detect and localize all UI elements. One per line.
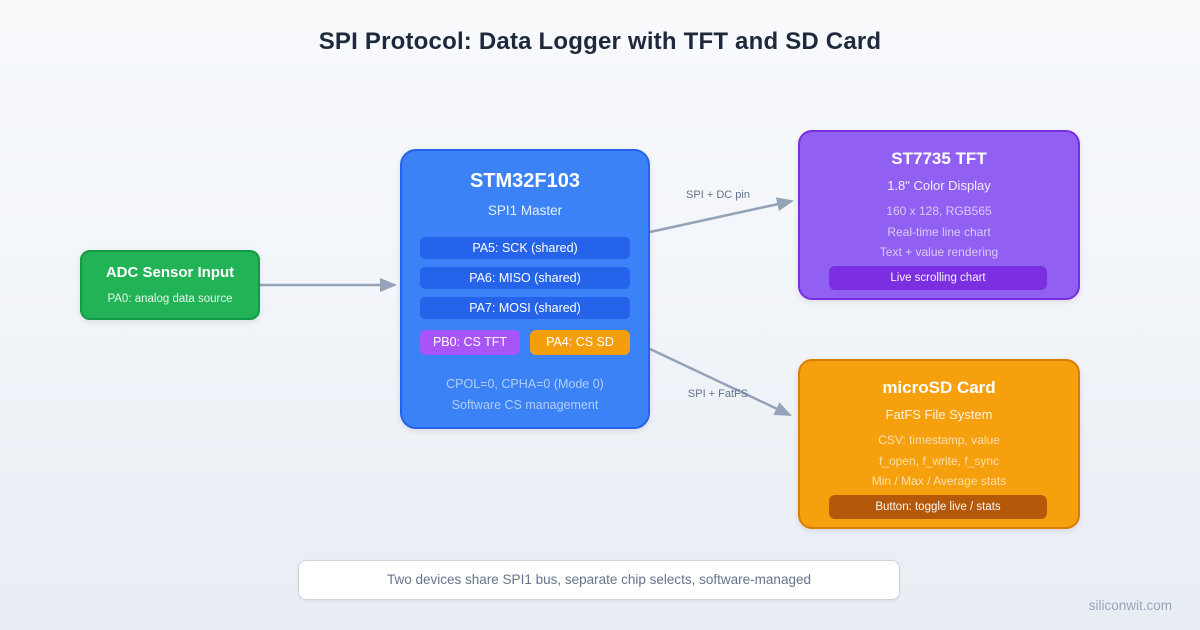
mcu-node-title: STM32F103 <box>469 170 581 192</box>
edge-mcu-to-sd-arrow <box>649 347 792 417</box>
sd-detail-fatfs-calls: f_open, f_write, f_sync <box>878 454 1000 468</box>
mcu-cs-sd-badge: PA4: CS SD <box>530 330 630 355</box>
tft-display-node: ST7735 TFT 1.8" Color Display 160 x 128,… <box>798 130 1080 300</box>
mcu-cs-management-line: Software CS management <box>451 398 599 412</box>
tft-live-chart-badge: Live scrolling chart <box>829 266 1047 290</box>
watermark: siliconwit.com <box>1088 598 1172 613</box>
tft-detail-chart: Real-time line chart <box>887 225 991 239</box>
sd-node-subtitle: FatFS File System <box>885 407 993 422</box>
mcu-pin-miso: PA6: MISO (shared) <box>420 267 630 289</box>
mcu-pin-mosi: PA7: MOSI (shared) <box>420 297 630 319</box>
edge-label-spi-dc-pin: SPI + DC pin <box>686 189 750 201</box>
tft-node-title: ST7735 TFT <box>891 149 987 168</box>
adc-node-title: ADC Sensor Input <box>105 264 235 281</box>
diagram-title: SPI Protocol: Data Logger with TFT and S… <box>318 28 882 55</box>
adc-sensor-node: ADC Sensor Input PA0: analog data source <box>80 250 260 320</box>
sd-detail-csv: CSV: timestamp, value <box>878 433 1000 447</box>
tft-detail-rendering: Text + value rendering <box>879 245 999 259</box>
footer-note: Two devices share SPI1 bus, separate chi… <box>298 560 900 600</box>
sd-detail-stats: Min / Max / Average stats <box>871 474 1007 488</box>
microsd-card-node: microSD Card FatFS File System CSV: time… <box>798 359 1080 529</box>
tft-node-subtitle: 1.8" Color Display <box>887 178 991 193</box>
edge-label-spi-fatfs: SPI + FatFS <box>687 388 749 400</box>
stm32-mcu-node: STM32F103 SPI1 Master PA5: SCK (shared) … <box>400 149 650 429</box>
mcu-spi-mode-line: CPOL=0, CPHA=0 (Mode 0) <box>446 377 604 391</box>
mcu-cs-tft-badge: PB0: CS TFT <box>420 330 520 355</box>
tft-detail-resolution: 160 x 128, RGB565 <box>886 204 992 218</box>
mcu-node-subtitle: SPI1 Master <box>487 203 563 218</box>
edge-mcu-to-tft-arrow <box>649 197 794 234</box>
mcu-pin-sck: PA5: SCK (shared) <box>420 237 630 259</box>
sd-toggle-button-badge: Button: toggle live / stats <box>829 495 1047 519</box>
adc-node-subtitle: PA0: analog data source <box>107 293 233 305</box>
sd-node-title: microSD Card <box>882 378 996 397</box>
